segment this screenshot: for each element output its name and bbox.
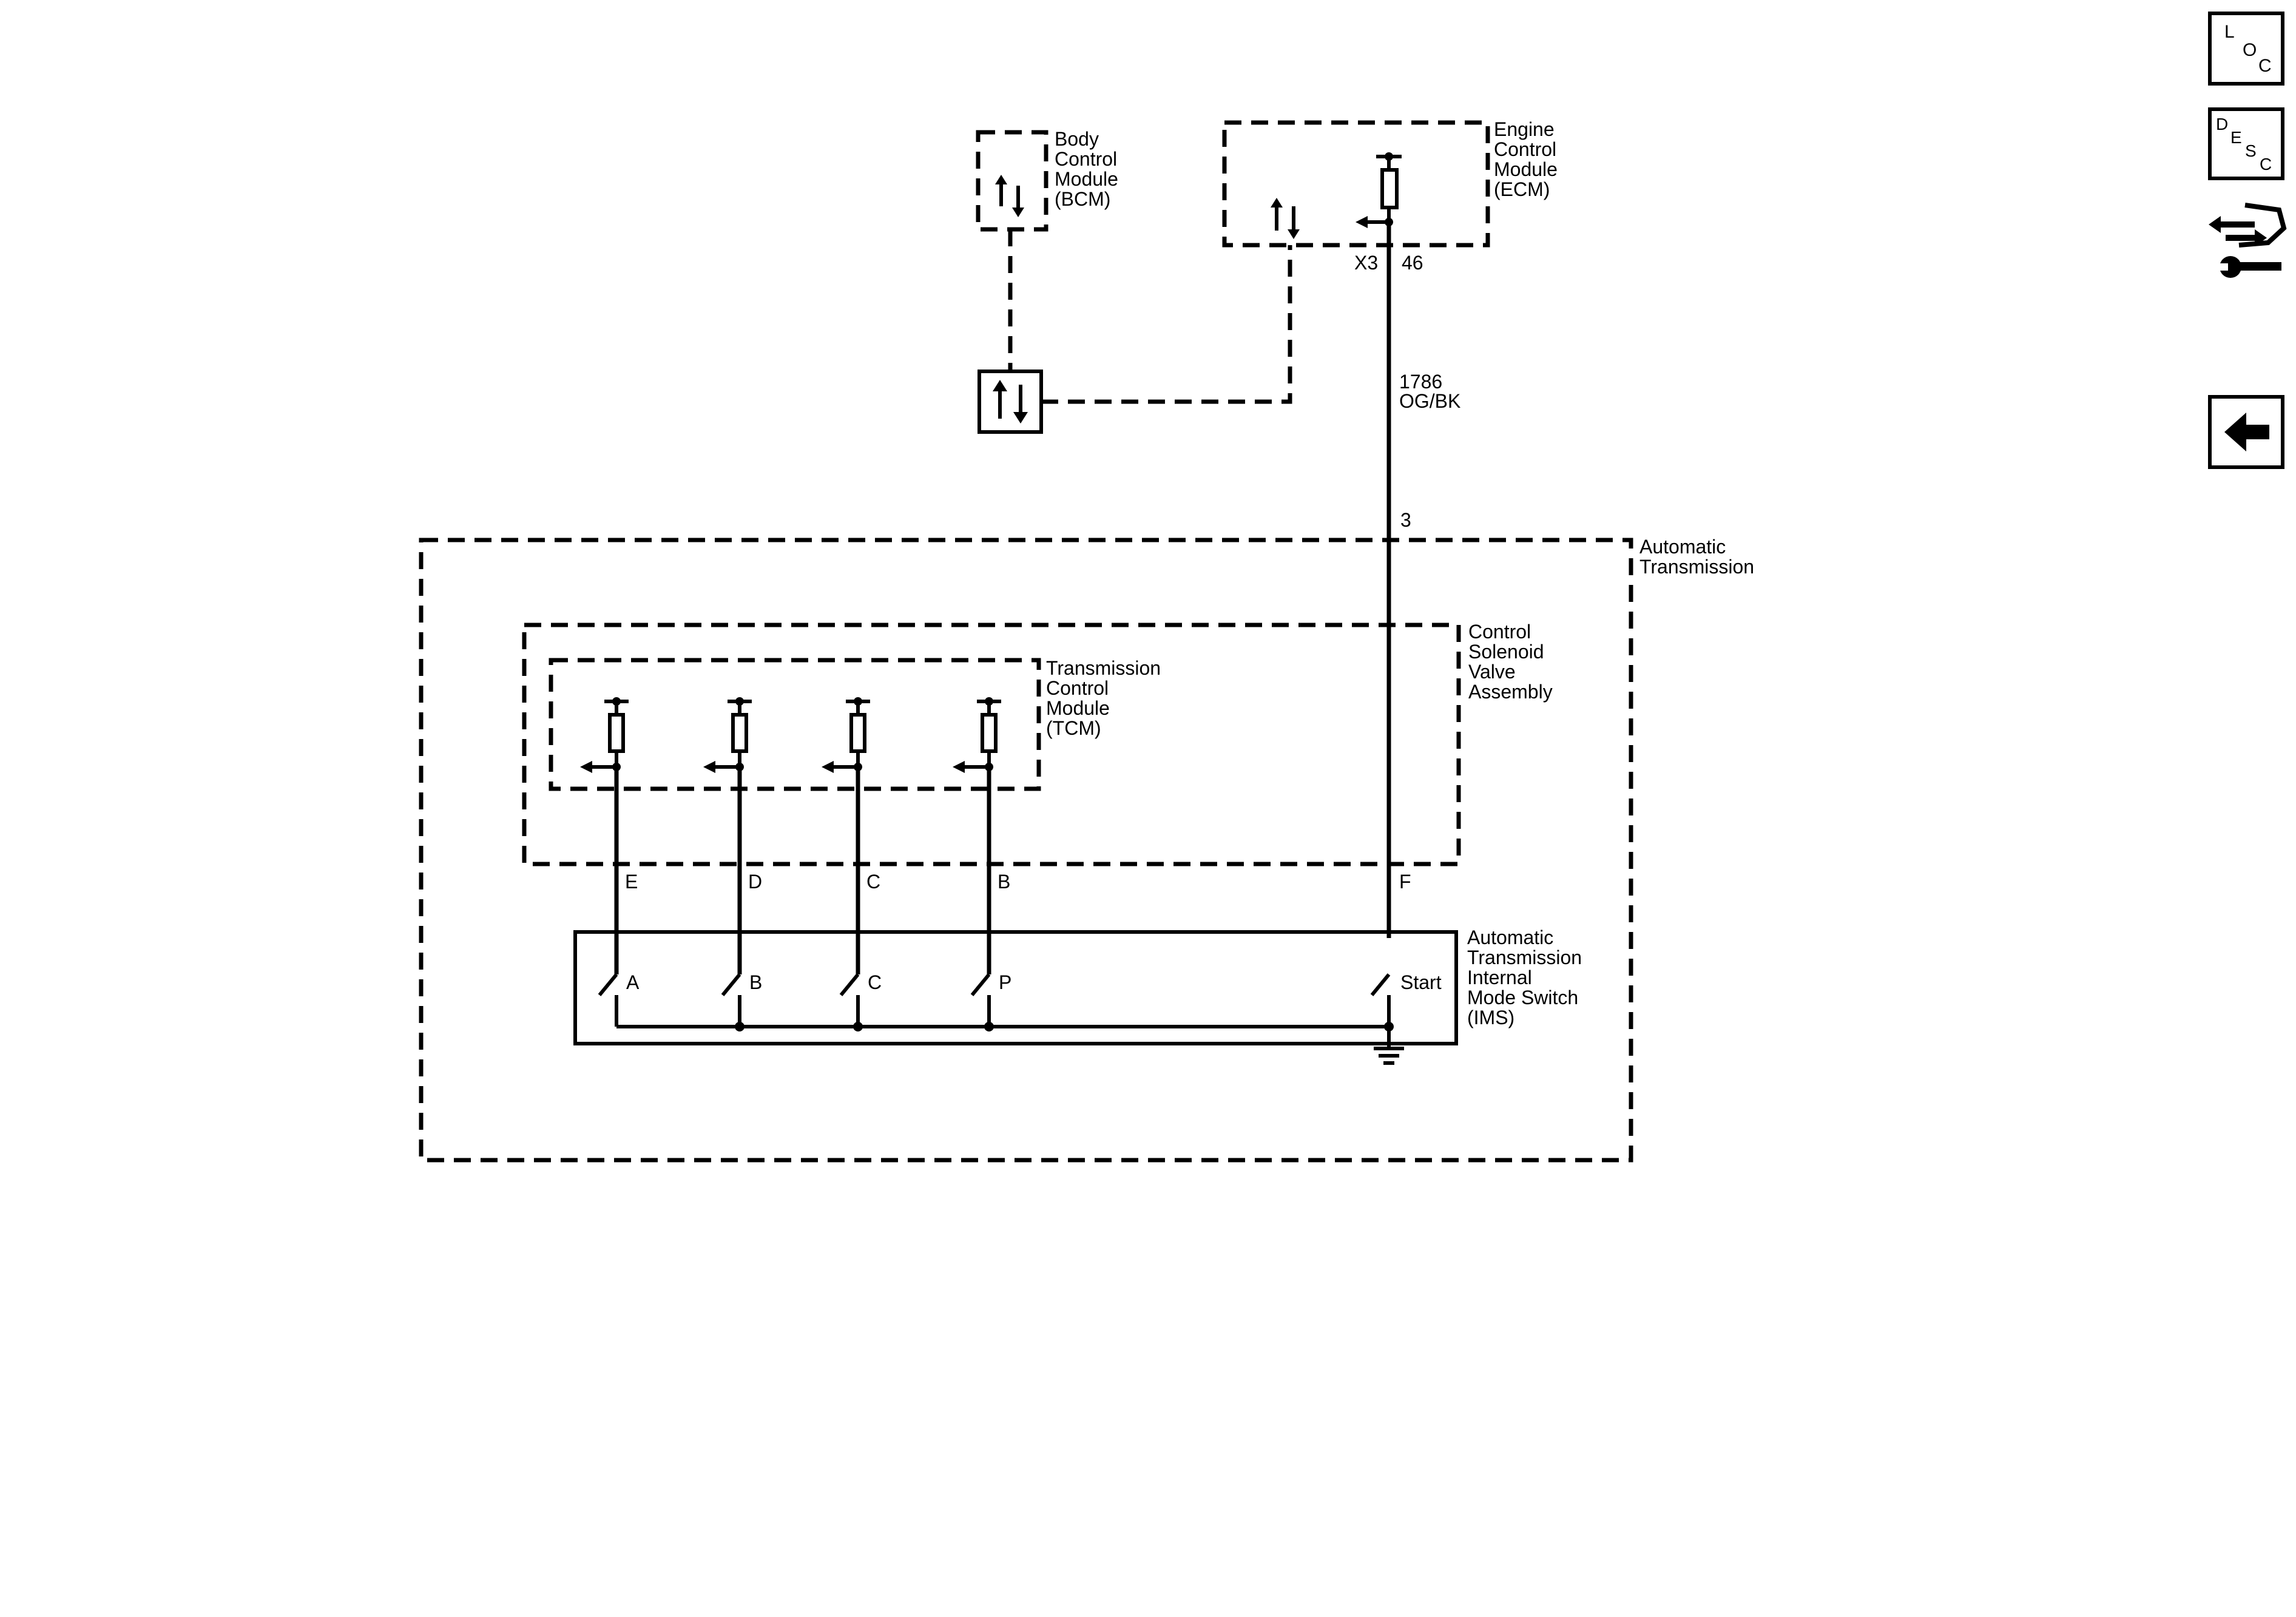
loc-icon: L O C — [2224, 22, 2272, 76]
pin-label-e: E — [625, 871, 638, 893]
ims-boundary[interactable] — [573, 930, 1458, 1045]
ecm-connector-label: X3 — [1354, 252, 1378, 274]
tcm-input-circuit-b — [953, 697, 1001, 773]
tcm-input-circuit-e — [580, 697, 629, 773]
connector-wrench-button[interactable] — [2209, 203, 2287, 278]
switch-contact-c — [839, 973, 860, 1027]
ims-label: Automatic Transmission Internal Mode Swi… — [1467, 927, 1587, 1028]
control-solenoid-valve-boundary — [522, 623, 1461, 866]
back-arrow-icon — [2224, 413, 2269, 451]
desc-button[interactable]: D E S C — [2208, 107, 2284, 180]
pull-up-resistor-icon — [1356, 152, 1402, 228]
wire-circuit-label: 1786 — [1399, 371, 1442, 393]
ecm-data-line — [1041, 245, 1292, 404]
ecm-module[interactable] — [1222, 120, 1490, 248]
switch-contact-a — [598, 973, 618, 1027]
tcm-input-circuit-d — [703, 697, 752, 773]
switch-label-p: P — [999, 971, 1011, 993]
switch-contact-b — [721, 973, 741, 1027]
wire-color-label: OG/BK — [1399, 390, 1460, 412]
tcm-label: Transmission Control Module (TCM) — [1046, 657, 1166, 739]
automatic-transmission-boundary — [419, 538, 1633, 1163]
tcm-boundary[interactable] — [549, 658, 1041, 791]
switch-label-a: A — [626, 971, 640, 993]
serial-data-arrows-icon — [995, 175, 1024, 217]
pin-label-d: D — [748, 871, 762, 893]
pin-label-c: C — [866, 871, 880, 893]
connector-wrench-icon — [2209, 203, 2287, 278]
switch-label-b: B — [749, 971, 762, 993]
switch-contact-start — [1370, 973, 1391, 1027]
bcm-label: Body Control Module (BCM) — [1055, 128, 1124, 210]
transmission-pin-label: 3 — [1400, 509, 1411, 531]
ecm-label: Engine Control Module (ECM) — [1494, 118, 1563, 200]
ecm-pin-label: 46 — [1402, 252, 1423, 274]
serial-data-arrows-icon — [1271, 198, 1300, 239]
control-solenoid-valve-label: Control Solenoid Valve Assembly — [1468, 621, 1553, 703]
serial-data-splice-icon[interactable] — [977, 370, 1043, 434]
pin-label-b: B — [998, 871, 1010, 893]
desc-icon: D E S C — [2216, 115, 2272, 174]
switch-label-c: C — [868, 971, 882, 993]
pin-label-f: F — [1399, 871, 1411, 893]
tcm-input-circuit-c — [822, 697, 870, 773]
bcm-module[interactable] — [976, 130, 1048, 232]
loc-button[interactable]: L O C — [2208, 12, 2284, 86]
back-button[interactable] — [2208, 395, 2284, 469]
automatic-transmission-label: Automatic Transmission — [1639, 536, 1754, 578]
ground-icon — [1374, 1027, 1404, 1065]
switch-label-start: Start — [1400, 971, 1442, 993]
switch-contact-p — [970, 973, 991, 1027]
